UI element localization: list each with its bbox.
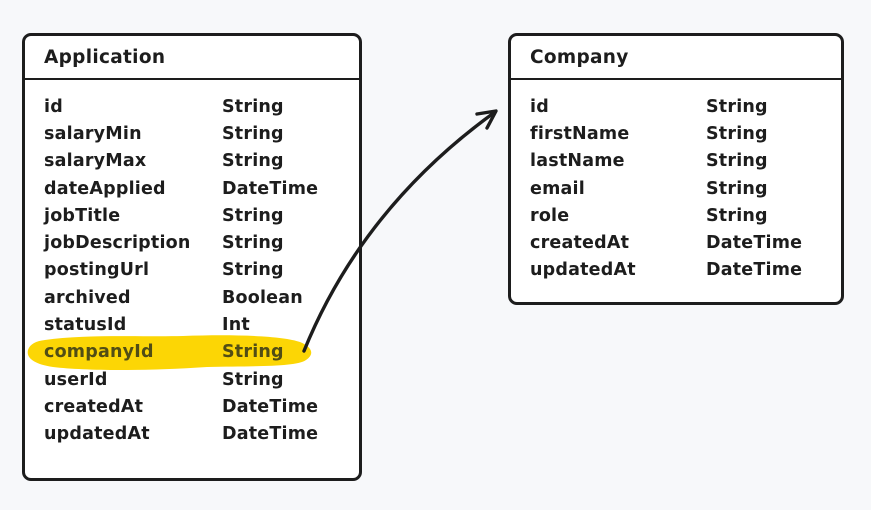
field-name: postingUrl bbox=[44, 260, 150, 281]
field-type: String bbox=[222, 151, 284, 172]
field-type: String bbox=[222, 96, 284, 117]
field-row-lastname: lastName String bbox=[511, 148, 841, 175]
field-name: statusId bbox=[44, 315, 127, 336]
field-row-createdat: createdAt DateTime bbox=[25, 393, 359, 420]
field-type: DateTime bbox=[706, 260, 803, 281]
field-row-userid: userId String bbox=[25, 366, 359, 393]
field-type: String bbox=[706, 151, 768, 172]
field-row-id: id String bbox=[25, 93, 359, 120]
arrowhead-icon bbox=[475, 109, 498, 130]
field-row-email: email String bbox=[511, 175, 841, 202]
field-row-salarymax: salaryMax String bbox=[25, 148, 359, 175]
field-type: DateTime bbox=[706, 233, 803, 254]
field-name: dateApplied bbox=[44, 178, 166, 199]
entity-company-fields: id String firstName String lastName Stri… bbox=[511, 80, 841, 284]
field-name: archived bbox=[44, 287, 131, 308]
field-name: jobDescription bbox=[44, 233, 191, 254]
field-type: String bbox=[222, 205, 284, 226]
entity-company: Company id String firstName String lastN… bbox=[508, 33, 844, 305]
field-name: salaryMax bbox=[44, 151, 147, 172]
field-name: firstName bbox=[530, 123, 630, 144]
field-name: email bbox=[530, 178, 585, 199]
field-row-postingurl: postingUrl String bbox=[25, 257, 359, 284]
field-name: role bbox=[530, 205, 570, 226]
field-row-salarymin: salaryMin String bbox=[25, 120, 359, 147]
field-name: id bbox=[530, 96, 549, 117]
field-row-companyid-highlighted: companyId String bbox=[25, 334, 359, 370]
field-name: id bbox=[44, 96, 63, 117]
field-row-id: id String bbox=[511, 93, 841, 120]
field-row-dateapplied: dateApplied DateTime bbox=[25, 175, 359, 202]
field-type: String bbox=[222, 260, 284, 281]
field-row-updatedat: updatedAt DateTime bbox=[25, 421, 359, 448]
field-type: String bbox=[706, 96, 768, 117]
entity-application-fields: id String salaryMin String salaryMax Str… bbox=[25, 80, 359, 448]
field-type: String bbox=[222, 233, 284, 254]
entity-company-title: Company bbox=[511, 36, 841, 80]
field-type: String bbox=[222, 369, 284, 390]
field-type: Boolean bbox=[222, 287, 303, 308]
field-row-updatedat: updatedAt DateTime bbox=[511, 257, 841, 284]
field-row-createdat: createdAt DateTime bbox=[511, 229, 841, 256]
entity-application: Application id String salaryMin String s… bbox=[22, 33, 362, 481]
field-type: String bbox=[706, 178, 768, 199]
field-type: Int bbox=[222, 315, 250, 336]
field-type: String bbox=[222, 342, 284, 363]
field-row-jobdescription: jobDescription String bbox=[25, 229, 359, 256]
field-name: salaryMin bbox=[44, 123, 142, 144]
field-name: companyId bbox=[44, 342, 154, 363]
field-name: updatedAt bbox=[530, 260, 636, 281]
field-row-jobtitle: jobTitle String bbox=[25, 202, 359, 229]
field-row-archived: archived Boolean bbox=[25, 284, 359, 311]
entity-application-title: Application bbox=[25, 36, 359, 80]
field-type: DateTime bbox=[222, 178, 319, 199]
field-name: createdAt bbox=[44, 396, 144, 417]
field-name: updatedAt bbox=[44, 424, 150, 445]
field-type: String bbox=[706, 123, 768, 144]
field-name: createdAt bbox=[530, 233, 630, 254]
field-name: userId bbox=[44, 369, 108, 390]
field-type: DateTime bbox=[222, 424, 319, 445]
field-row-firstname: firstName String bbox=[511, 120, 841, 147]
field-type: String bbox=[706, 205, 768, 226]
field-type: String bbox=[222, 123, 284, 144]
field-name: jobTitle bbox=[44, 205, 121, 226]
field-type: DateTime bbox=[222, 396, 319, 417]
field-name: lastName bbox=[530, 151, 625, 172]
field-row-role: role String bbox=[511, 202, 841, 229]
field-row-statusid: statusId Int bbox=[25, 311, 359, 338]
